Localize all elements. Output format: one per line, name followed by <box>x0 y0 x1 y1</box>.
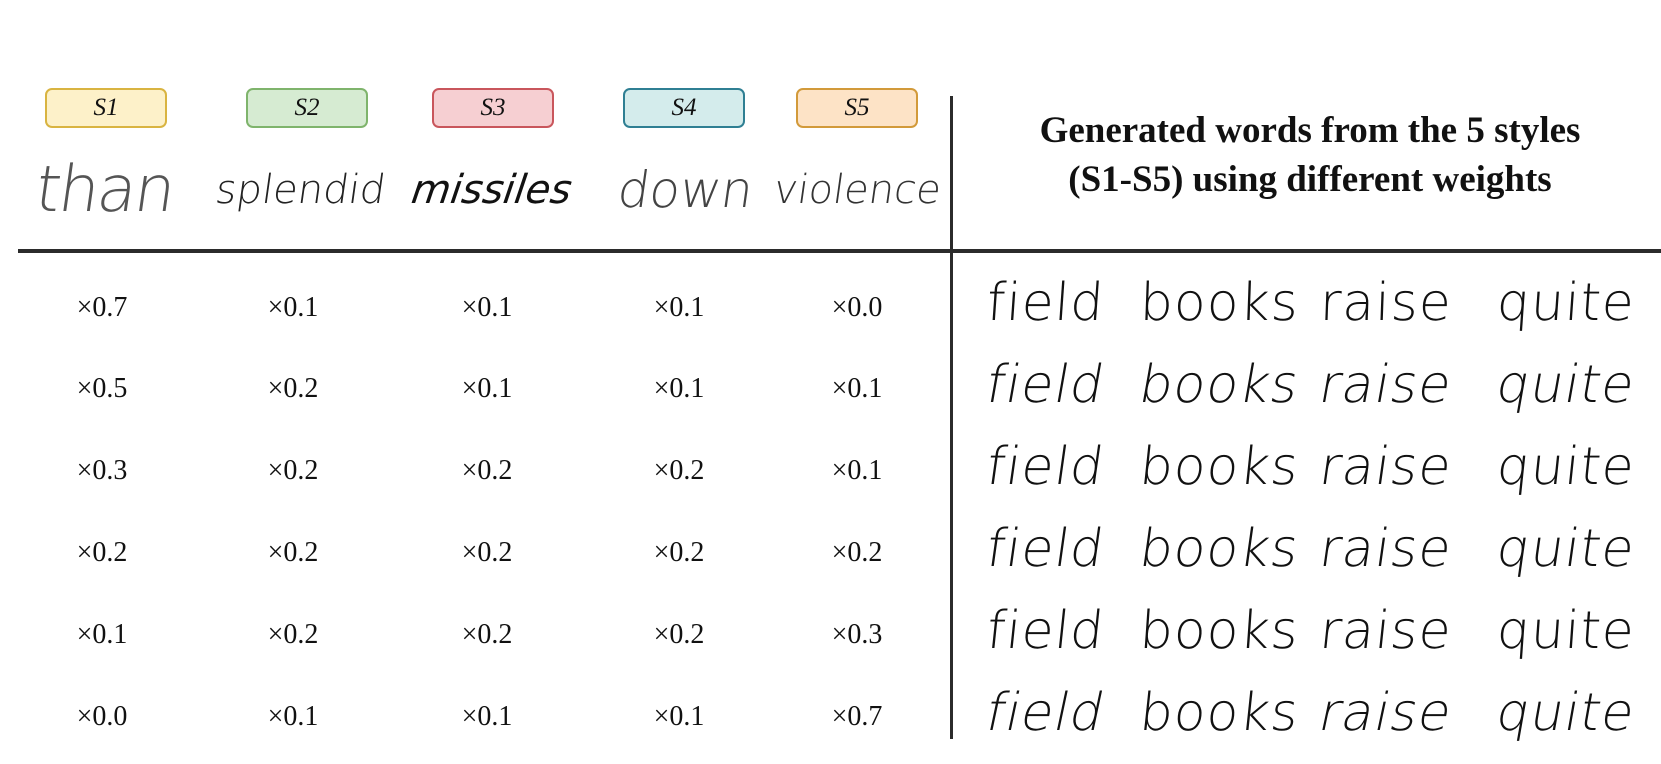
style-badge-s4: S4 <box>623 88 745 128</box>
style-badge-label: S2 <box>294 94 320 121</box>
weight-cell: ×0.2 <box>267 455 319 486</box>
style-sample-s3: missiles <box>397 150 587 230</box>
weight-cell: ×0.1 <box>461 701 513 732</box>
horizontal-divider <box>18 249 1661 253</box>
generated-word: books <box>1136 437 1302 497</box>
generated-word: books <box>1138 273 1300 333</box>
generated-word: raise <box>1315 437 1456 497</box>
generated-word: raise <box>1315 519 1456 579</box>
generated-word: books <box>1137 601 1301 661</box>
weight-cell: ×0.2 <box>653 455 705 486</box>
weight-cell: ×0.1 <box>267 701 319 732</box>
generated-word: quite <box>1493 437 1638 497</box>
weight-cell: ×0.1 <box>653 373 705 404</box>
weight-cell: ×0.1 <box>653 292 705 323</box>
weight-cell: ×0.2 <box>831 537 883 568</box>
generated-word: field <box>983 601 1108 661</box>
style-sample-word: violence <box>770 167 944 213</box>
weight-cell: ×0.2 <box>461 537 513 568</box>
generated-word: field <box>981 355 1110 415</box>
weight-cell: ×0.7 <box>831 701 883 732</box>
generated-word: quite <box>1491 355 1641 415</box>
generated-word: books <box>1135 519 1304 579</box>
style-sample-s1: than <box>10 150 200 230</box>
weight-cell: ×0.2 <box>461 455 513 486</box>
generated-word: books <box>1136 683 1302 743</box>
weight-cell: ×0.2 <box>267 373 319 404</box>
weight-cell: ×0.1 <box>461 373 513 404</box>
generated-word: raise <box>1314 355 1458 415</box>
weight-cell: ×0.7 <box>76 292 128 323</box>
weight-cell: ×0.5 <box>76 373 128 404</box>
style-sample-word: than <box>31 153 179 227</box>
weight-cell: ×0.3 <box>76 455 128 486</box>
style-sample-s4: down <box>590 150 780 230</box>
style-sample-word: down <box>613 161 757 219</box>
weight-cell: ×0.2 <box>267 619 319 650</box>
generated-word: raise <box>1313 683 1459 743</box>
generated-word: books <box>1134 355 1305 415</box>
vertical-divider <box>950 96 953 739</box>
weight-cell: ×0.2 <box>653 537 705 568</box>
style-badge-s3: S3 <box>432 88 554 128</box>
weight-cell: ×0.0 <box>76 701 128 732</box>
generated-word: raise <box>1318 273 1453 333</box>
style-badge-s1: S1 <box>45 88 167 128</box>
weight-cell: ×0.0 <box>831 292 883 323</box>
generated-word: quite <box>1494 273 1637 333</box>
generated-word: quite <box>1494 601 1637 661</box>
style-sample-word: splendid <box>213 167 389 213</box>
style-sample-s2: splendid <box>206 150 396 230</box>
title-line: Generated words from the 5 styles <box>1039 110 1581 151</box>
weight-cell: ×0.1 <box>76 619 128 650</box>
style-badge-label: S3 <box>480 94 506 121</box>
style-sample-word: missiles <box>409 167 575 213</box>
weight-cell: ×0.2 <box>461 619 513 650</box>
generated-word: field <box>982 437 1109 497</box>
generated-word: field <box>982 519 1109 579</box>
style-badge-s5: S5 <box>796 88 918 128</box>
style-sample-s5: violence <box>762 150 952 230</box>
generated-word: field <box>980 683 1111 743</box>
style-badge-label: S5 <box>844 94 870 121</box>
generated-word: quite <box>1491 683 1641 743</box>
style-badge-label: S1 <box>93 94 119 121</box>
title-line: (S1-S5) using different weights <box>1068 159 1552 200</box>
style-badge-s2: S2 <box>246 88 368 128</box>
generated-word: quite <box>1492 519 1640 579</box>
generated-word: raise <box>1316 601 1455 661</box>
weight-cell: ×0.2 <box>267 537 319 568</box>
weight-cell: ×0.2 <box>76 537 128 568</box>
weight-cell: ×0.3 <box>831 619 883 650</box>
figure-title: Generated words from the 5 styles (S1-S5… <box>960 106 1660 204</box>
weight-cell: ×0.1 <box>831 373 883 404</box>
style-badge-label: S4 <box>671 94 697 121</box>
weight-cell: ×0.1 <box>461 292 513 323</box>
generated-word: field <box>984 273 1107 333</box>
weight-cell: ×0.1 <box>653 701 705 732</box>
weight-cell: ×0.2 <box>653 619 705 650</box>
weight-cell: ×0.1 <box>831 455 883 486</box>
weight-cell: ×0.1 <box>267 292 319 323</box>
